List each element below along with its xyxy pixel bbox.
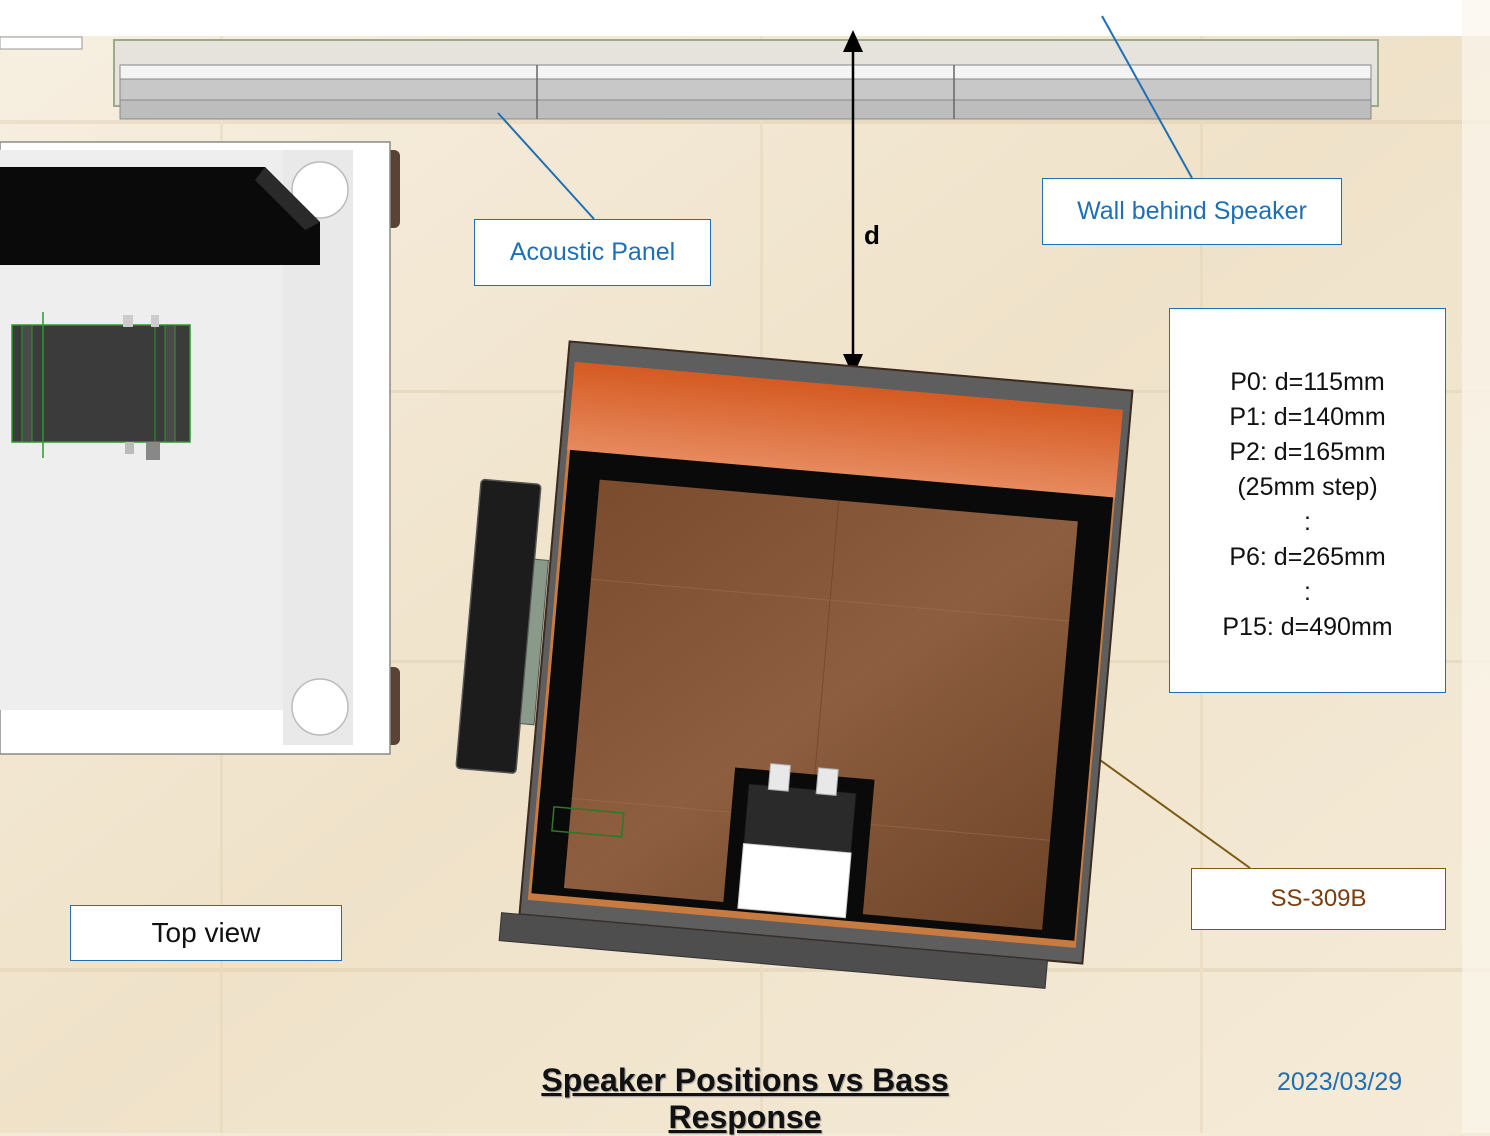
position-item: P1: d=140mm <box>1229 403 1386 431</box>
wall-top <box>0 0 1490 36</box>
speaker-ss-309b <box>455 340 1134 989</box>
distance-label: d <box>864 220 880 250</box>
page-title: Speaker Positions vs Bass Response <box>541 1062 949 1135</box>
speaker-model-label-text: SS-309B <box>1270 885 1367 912</box>
position-item: : <box>1304 578 1311 606</box>
distance-arrow <box>843 30 863 376</box>
acoustic-panel-label-text: Acoustic Panel <box>509 238 676 266</box>
position-item: : <box>1304 508 1311 536</box>
positions-list: P0: d=115mm P1: d=140mm P2: d=165mm (25m… <box>1169 308 1446 693</box>
wall-behind-speaker-label: Wall behind Speaker <box>1042 178 1342 245</box>
position-item: P2: d=165mm <box>1229 438 1386 466</box>
position-item: P0: d=115mm <box>1230 368 1385 396</box>
acoustic-panel-label: Acoustic Panel <box>474 219 711 286</box>
position-item: (25mm step) <box>1237 473 1378 501</box>
acoustic-panel-callout-line <box>497 112 595 220</box>
speaker-callout-line <box>1099 759 1251 869</box>
wall-edge <box>1462 0 1490 1133</box>
speaker-model-label: SS-309B <box>1191 868 1446 930</box>
view-label-text: Top view <box>151 917 261 948</box>
date-label: 2023/03/29 <box>1277 1068 1403 1096</box>
audio-rack <box>0 141 400 755</box>
acoustic-panel <box>113 39 1379 120</box>
position-item: P6: d=265mm <box>1229 543 1386 571</box>
position-item: P15: d=490mm <box>1222 613 1393 641</box>
wall-callout-line <box>1101 15 1193 179</box>
view-label: Top view <box>70 905 342 961</box>
wall-behind-speaker-label-text: Wall behind Speaker <box>1077 197 1307 225</box>
amplifier <box>11 312 191 460</box>
